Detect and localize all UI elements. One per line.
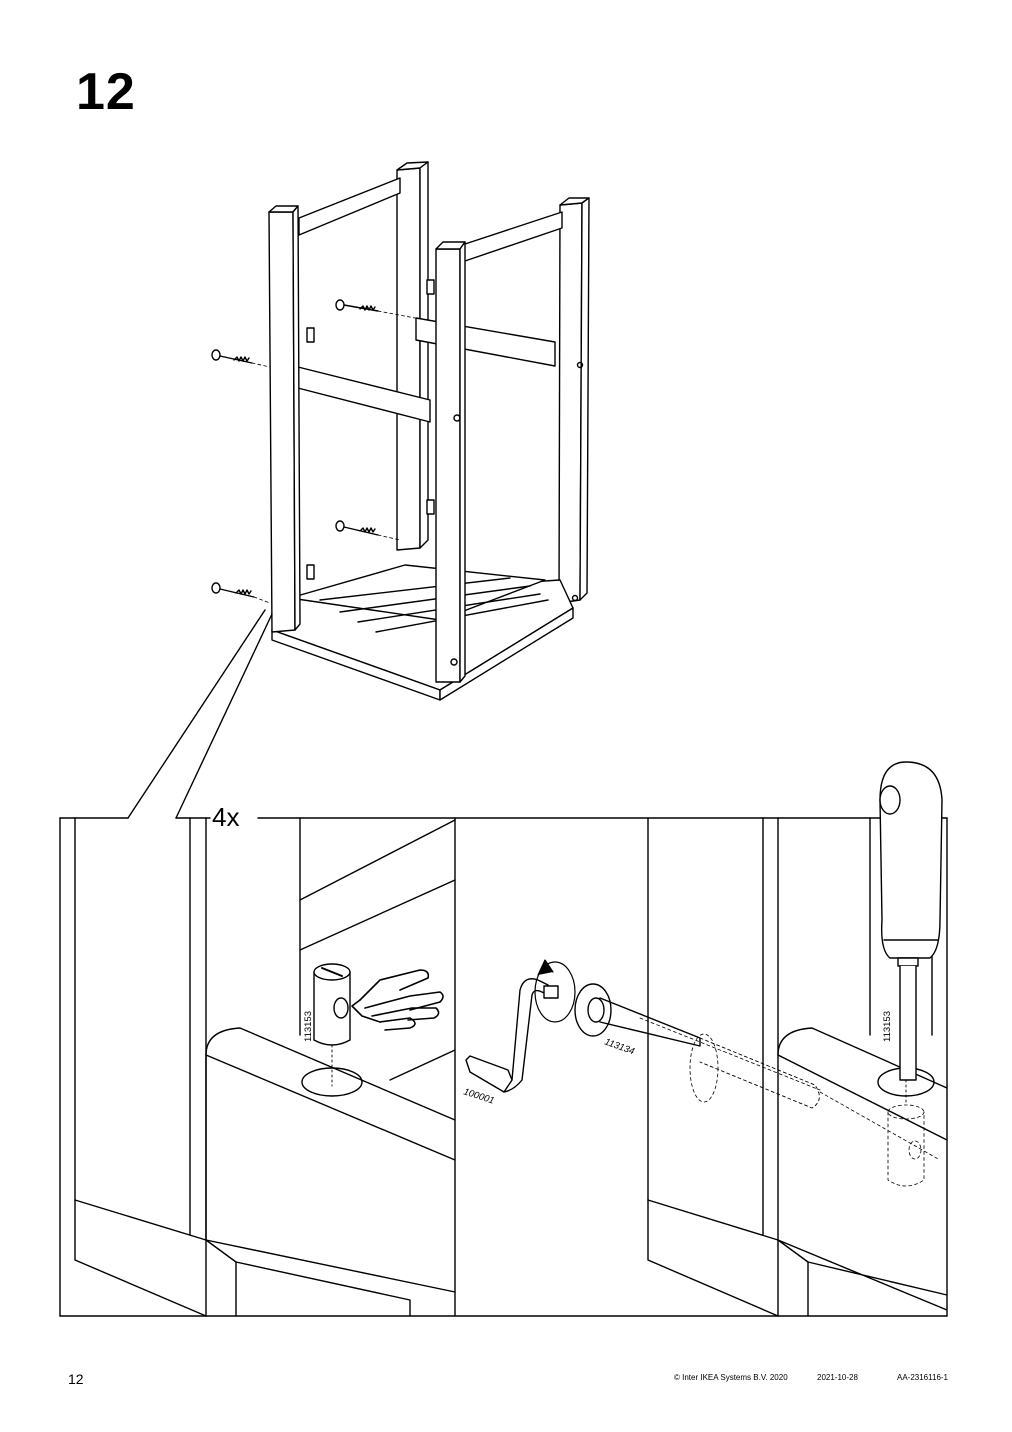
part-label-allen-key: 100001: [462, 1086, 496, 1106]
footer-date: 2021-10-28: [817, 1373, 858, 1382]
screwdriver-icon: [879, 761, 943, 1106]
bolt-icon: [574, 983, 821, 1109]
multiplier-label: 4x: [212, 802, 239, 832]
stool-frame-illustration: [268, 161, 590, 701]
allen-key-icon: [465, 978, 559, 1093]
bolt-icon: [211, 299, 416, 604]
right-detail-panel: [647, 817, 948, 1317]
part-label-bolt: 113134: [603, 1036, 636, 1057]
page-number: 12: [68, 1371, 84, 1387]
part-label-cross-dowel-left: 113153: [303, 1011, 314, 1042]
left-detail-panel: [74, 817, 456, 1317]
footer-doc-id: AA-2316116-1: [897, 1373, 948, 1382]
finger-push-icon: [351, 969, 444, 1031]
step-number: 12: [76, 63, 136, 121]
cross-dowel-icon: [313, 963, 351, 1046]
footer-copyright: © Inter IKEA Systems B.V. 2020: [674, 1373, 788, 1382]
detail-box: [59, 817, 948, 1317]
rotate-arrow-icon: [534, 959, 576, 1023]
part-label-cross-dowel-right: 113153: [882, 1011, 893, 1042]
